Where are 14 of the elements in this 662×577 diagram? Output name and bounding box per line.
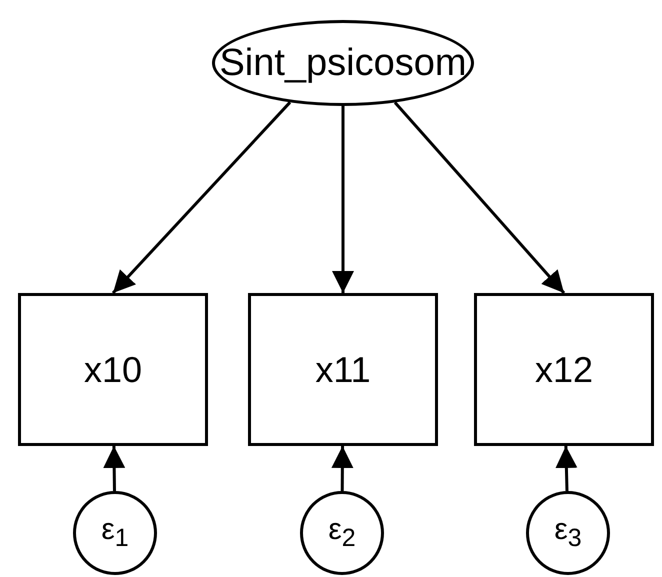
observed-variable-box bbox=[18, 293, 208, 446]
observed-variable-box bbox=[248, 293, 438, 446]
variable-label: x11 bbox=[315, 348, 371, 390]
variable-label: x10 bbox=[84, 348, 142, 390]
variable-label: Sint_psicosom bbox=[219, 42, 467, 84]
arrow bbox=[332, 106, 354, 293]
arrow bbox=[331, 446, 354, 492]
error-symbol: ε$_{3}$ bbox=[554, 513, 582, 553]
error-symbol: ε$_{2}$ bbox=[328, 513, 356, 553]
arrow bbox=[555, 446, 578, 492]
arrow bbox=[103, 446, 126, 492]
error-symbol: ε$_{1}$ bbox=[101, 513, 129, 553]
variable-label: x12 bbox=[534, 348, 594, 390]
observed-variable-box bbox=[474, 293, 654, 446]
